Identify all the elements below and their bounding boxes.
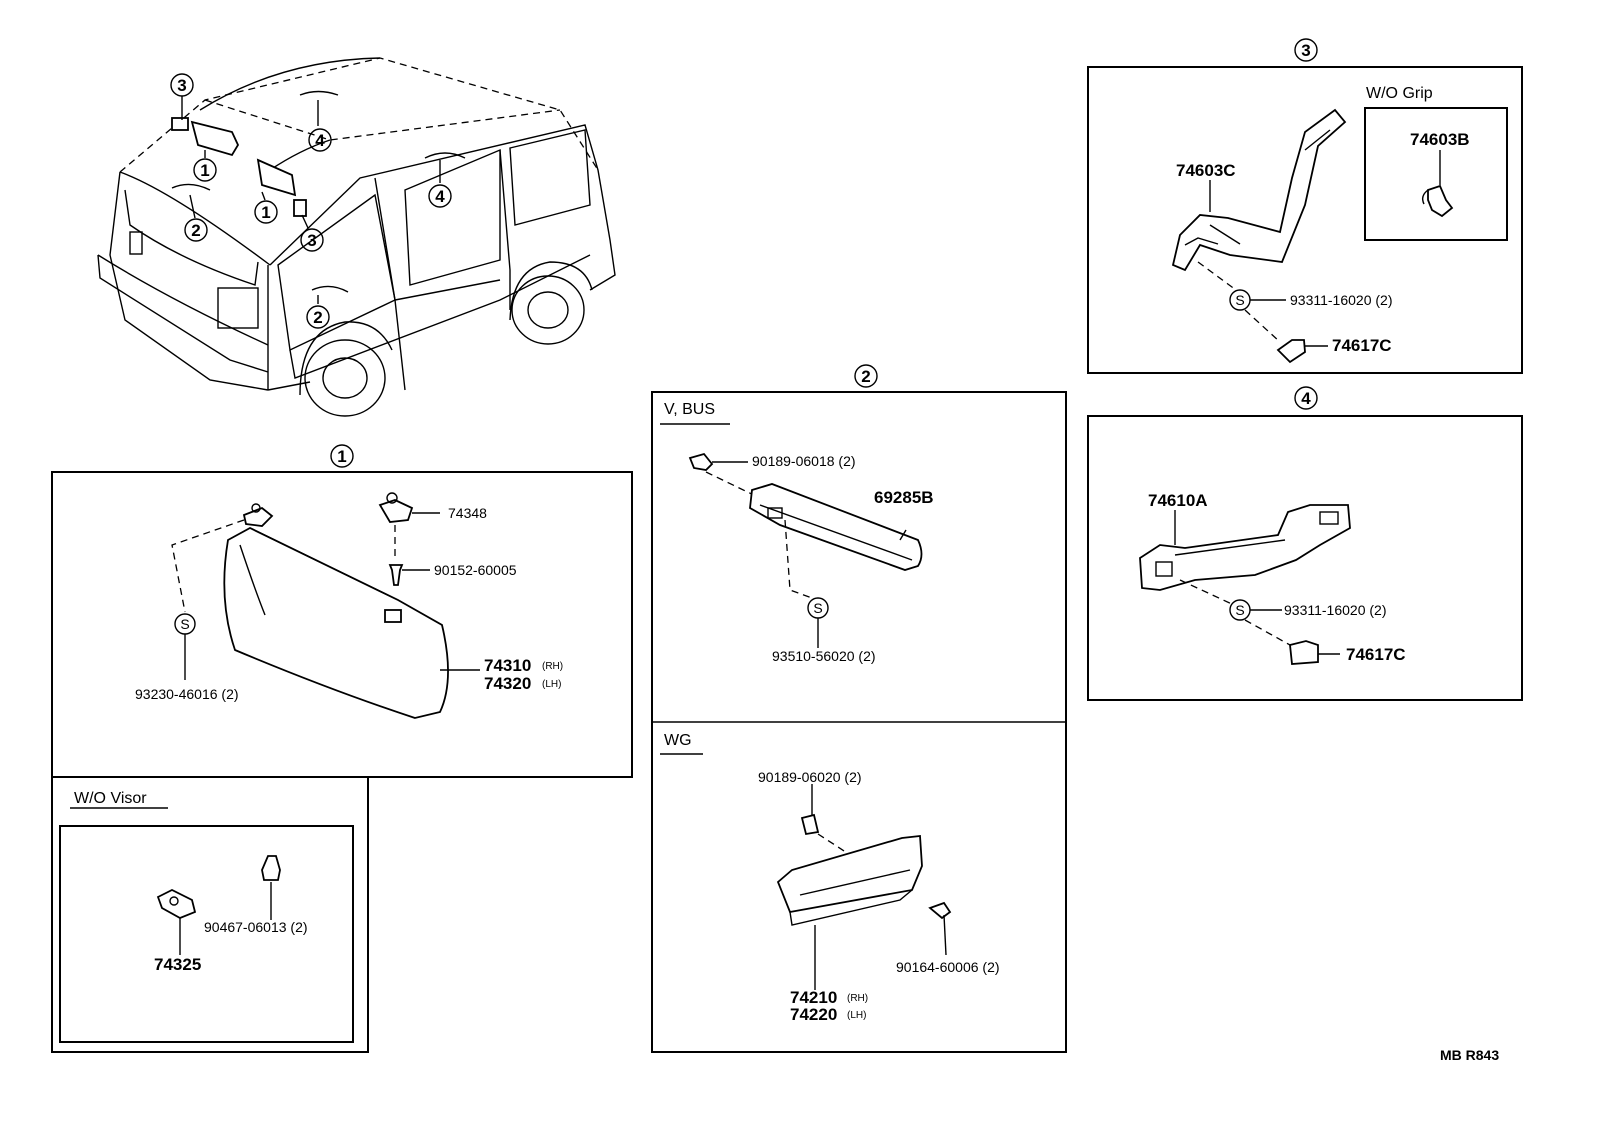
section-ref: 1: [337, 447, 346, 466]
part-74210: 74210: [790, 988, 837, 1007]
wg-header: WG: [664, 732, 692, 749]
ref-marker: 1: [200, 161, 209, 180]
ref-marker: 2: [191, 221, 200, 240]
ref-marker: 1: [261, 203, 270, 222]
part-74617c-b: 74617C: [1346, 645, 1406, 664]
screw-symbol: S: [1235, 602, 1244, 618]
van-illustration: [97, 57, 616, 417]
screw-symbol: S: [1235, 292, 1244, 308]
section-4-grip: 4 S 74610A 93311-16020 (2) 74617C: [1087, 386, 1523, 701]
part-74310: 74310: [484, 656, 531, 675]
ref-marker: 4: [315, 131, 325, 150]
part-90152-60005: 90152-60005: [434, 562, 517, 578]
part-90189-06018: 90189-06018 (2): [752, 453, 856, 469]
wo-visor-header: W/O Visor: [74, 790, 147, 807]
part-93230-46016: 93230-46016 (2): [135, 686, 239, 702]
screw-symbol: S: [813, 600, 822, 616]
part-74603b: 74603B: [1410, 130, 1470, 149]
ref-marker: 2: [313, 308, 322, 327]
part-90164-60006: 90164-60006 (2): [896, 959, 1000, 975]
part-74617c: 74617C: [1332, 336, 1392, 355]
rh-label: (RH): [542, 661, 563, 672]
part-74348: 74348: [448, 505, 487, 521]
lh-label: (LH): [847, 1010, 866, 1021]
part-74220: 74220: [790, 1005, 837, 1024]
section-ref: 3: [1301, 41, 1310, 60]
section-wo-visor: W/O Visor 74325 90467-06013 (2): [51, 776, 369, 1053]
wo-grip-header: W/O Grip: [1366, 85, 1433, 102]
section-2-grip: 2 V, BUS S 90189-06018 (2) 69285B 93510-…: [651, 364, 1067, 1053]
rh-label: (RH): [847, 993, 868, 1004]
part-74603c: 74603C: [1176, 161, 1236, 180]
part-93311-16020-b: 93311-16020 (2): [1284, 602, 1386, 618]
section-3-grip: 3 S 74603C 93311-16020 (2) 74617C W/O Gr…: [1087, 38, 1523, 374]
part-90189-06020: 90189-06020 (2): [758, 769, 862, 785]
lh-label: (LH): [542, 679, 561, 690]
part-93510-56020: 93510-56020 (2): [772, 648, 876, 664]
v-bus-header: V, BUS: [664, 401, 715, 418]
ref-marker: 4: [435, 187, 445, 206]
part-90467-06013: 90467-06013 (2): [204, 919, 308, 935]
part-69285b: 69285B: [874, 488, 934, 507]
part-93311-16020: 93311-16020 (2): [1290, 292, 1392, 308]
part-74325: 74325: [154, 955, 201, 974]
diagram-code: MB R843: [1440, 1047, 1499, 1063]
section-1-visor: 1 S 74348 90152-60005 93230-46016 (2) 74…: [51, 444, 633, 778]
ref-marker: 3: [177, 76, 186, 95]
part-74320: 74320: [484, 674, 531, 693]
ref-marker: 3: [307, 231, 316, 250]
van-ref-markers: 3 1 1 2 4 4 3 2: [170, 73, 452, 329]
part-74610a: 74610A: [1148, 491, 1208, 510]
section-ref: 4: [1301, 389, 1311, 408]
screw-symbol: S: [180, 616, 189, 632]
section-ref: 2: [861, 367, 870, 386]
